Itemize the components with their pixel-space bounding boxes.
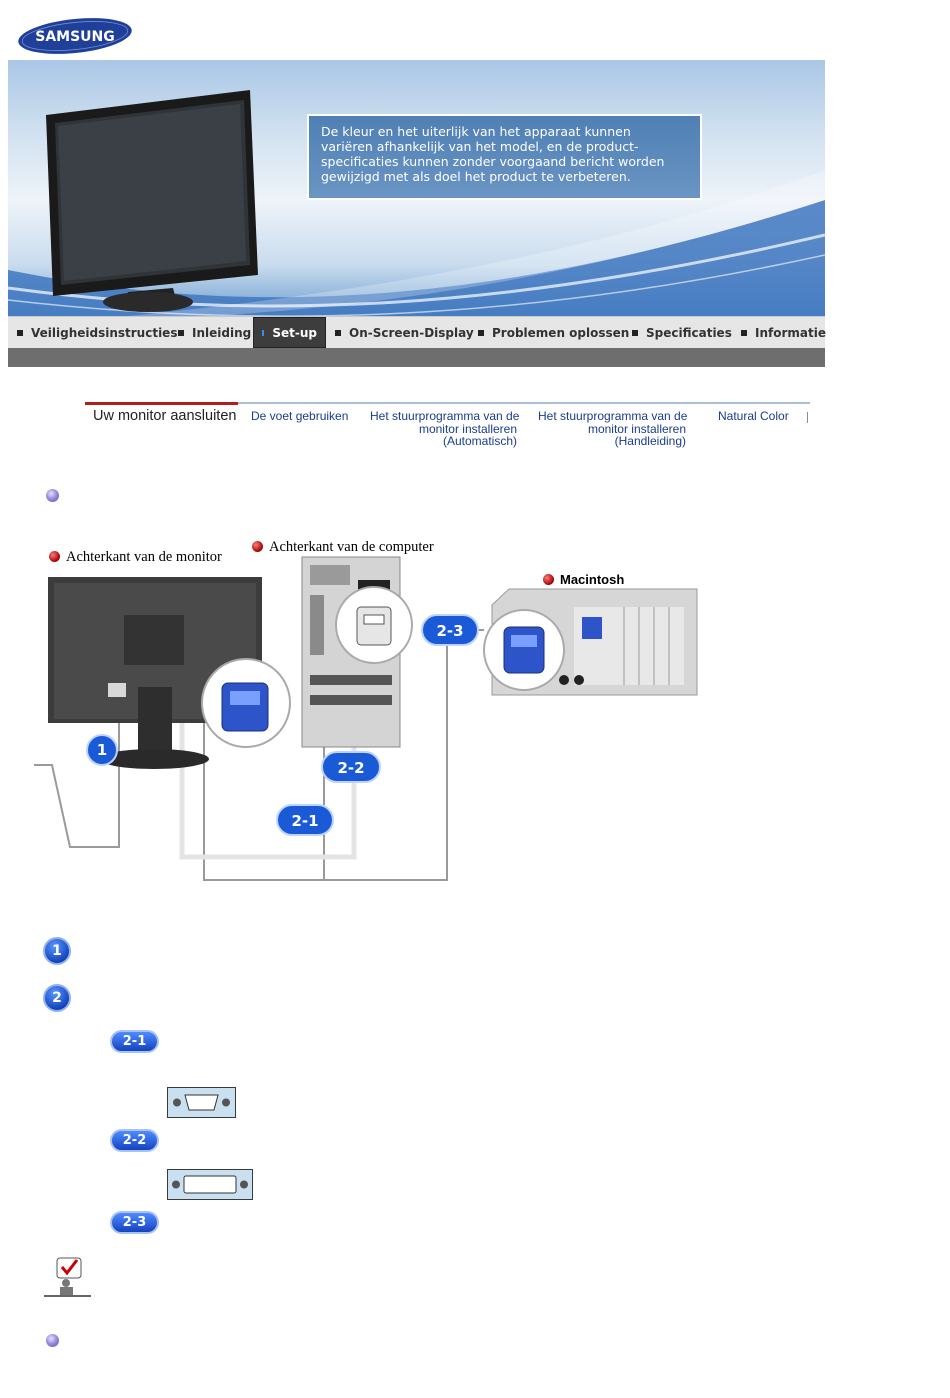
- nav-subbar: [8, 348, 825, 367]
- section-bullet-icon: [46, 489, 59, 502]
- tab-uw-monitor-aansluiten[interactable]: Uw monitor aansluiten: [93, 408, 237, 424]
- tab-label-line: (Automatisch): [442, 434, 517, 448]
- bullet-icon: [632, 329, 638, 336]
- disclaimer-notice: De kleur en het uiterlijk van het appara…: [307, 114, 702, 200]
- tab-label: Natural Color: [718, 409, 789, 423]
- nav-label: Specificaties: [646, 325, 732, 340]
- section-bullet-icon: [46, 1334, 59, 1347]
- diagram-artwork: 1 2-1 2-2 2-3: [34, 556, 698, 881]
- dvi-port-graphic: [172, 1175, 248, 1194]
- callout-2-2-text: 2-2: [337, 759, 364, 777]
- step-1-badge: 1: [43, 937, 71, 965]
- tab-natural-color[interactable]: Natural Color: [718, 410, 789, 423]
- step-2-1-badge: 2-1: [110, 1030, 159, 1053]
- callout-2-1-text: 2-1: [291, 812, 318, 830]
- nav-label: On-Screen-Display: [349, 325, 474, 340]
- step-2-badge: 2: [43, 984, 71, 1012]
- callout-1: 1: [86, 734, 118, 766]
- step-2-2-badge: 2-2: [110, 1129, 159, 1152]
- nav-label: Problemen oplossen: [492, 325, 630, 340]
- label-text: Achterkant van de computer: [269, 539, 434, 555]
- label-monitor-back: Achterkant van de monitor: [49, 549, 222, 566]
- notice-line: De kleur en het uiterlijk van het appara…: [321, 124, 631, 139]
- bullet-icon: [178, 329, 184, 336]
- note-icon: [44, 1257, 91, 1297]
- callout-2-3-text: 2-3: [436, 622, 463, 640]
- nav-item-informatie[interactable]: Informatie: [741, 317, 826, 348]
- zoom-vga-connector-mac: [483, 609, 565, 691]
- tab-label-line: monitor installeren: [587, 421, 686, 436]
- cable-highlights: [179, 705, 357, 860]
- callout-1-text: 1: [97, 741, 107, 759]
- label-text: Achterkant van de monitor: [66, 549, 222, 565]
- connection-diagram: Achterkant van de monitor Achterkant van…: [34, 535, 714, 885]
- callout-2-2: 2-2: [321, 751, 381, 783]
- label-computer-back: Achterkant van de computer: [252, 539, 434, 556]
- nav-item-veiligheidsinstructies[interactable]: Veiligheidsinstructies: [17, 317, 177, 348]
- bullet-icon: [741, 329, 747, 336]
- dvi-port-icon: [167, 1169, 253, 1200]
- red-dot-icon: [252, 541, 263, 552]
- zoom-vga-connector-monitor: [201, 658, 291, 748]
- tab-stuurprogramma-handleiding[interactable]: Het stuurprogramma van de monitor instal…: [538, 409, 688, 448]
- bullet-icon: [17, 329, 23, 336]
- nav-label: Informatie: [755, 325, 826, 340]
- logo-text: SAMSUNG: [35, 29, 115, 45]
- vga-port-icon: [167, 1087, 236, 1118]
- notice-line: variëren afhankelijk van het model, en d…: [321, 139, 639, 154]
- nav-label: Veiligheidsinstructies: [31, 325, 178, 340]
- step-number: 2: [52, 990, 62, 1006]
- label-macintosh: Macintosh: [543, 572, 624, 587]
- nav-item-inleiding[interactable]: Inleiding: [178, 317, 251, 348]
- nav-item-on-screen-display[interactable]: On-Screen-Display: [335, 317, 474, 348]
- tab-separator: [807, 412, 808, 423]
- zoom-dvi-connector: [335, 586, 413, 664]
- samsung-logo: SAMSUNG: [18, 18, 132, 54]
- step-2-3-badge: 2-3: [110, 1211, 159, 1234]
- main-nav: Veiligheidsinstructies Inleiding Set-up …: [8, 316, 826, 348]
- nav-item-problemen-oplossen[interactable]: Problemen oplossen: [478, 317, 629, 348]
- tab-stuurprogramma-automatisch[interactable]: Het stuurprogramma van de monitor instal…: [370, 409, 520, 448]
- nav-label: Set-up: [272, 325, 317, 340]
- tab-label-line: monitor installeren: [418, 421, 517, 436]
- notice-line: specificaties kunnen zonder voorgaand be…: [321, 154, 665, 169]
- subtabs-divider: [85, 402, 810, 404]
- step-number: 1: [52, 943, 62, 959]
- bullet-icon: [335, 329, 341, 336]
- tab-label: Uw monitor aansluiten: [93, 408, 237, 424]
- bullet-icon: [262, 329, 265, 336]
- banner: De kleur en het uiterlijk van het appara…: [8, 60, 825, 316]
- banner-background: [8, 90, 825, 316]
- tab-label-line: Het stuurprogramma van de: [538, 409, 688, 423]
- tab-de-voet-gebruiken[interactable]: De voet gebruiken: [251, 410, 348, 423]
- monitor-image: [46, 90, 258, 312]
- notice-line: gewijzigd met als doel het product te ve…: [321, 169, 631, 184]
- step-number: 2-1: [122, 1034, 147, 1049]
- nav-item-set-up[interactable]: Set-up: [253, 317, 326, 348]
- label-text: Macintosh: [560, 572, 625, 587]
- callout-2-3: 2-3: [421, 614, 479, 646]
- nav-item-specificaties[interactable]: Specificaties: [632, 317, 732, 348]
- tab-label-line: (Handleiding): [614, 434, 686, 448]
- step-number: 2-3: [122, 1215, 147, 1230]
- active-tab-indicator: [85, 402, 238, 405]
- nav-label: Inleiding: [192, 325, 252, 340]
- bullet-icon: [478, 329, 484, 336]
- tab-label: De voet gebruiken: [251, 409, 349, 423]
- callout-2-1: 2-1: [276, 804, 334, 836]
- tab-label-line: Het stuurprogramma van de: [370, 409, 520, 423]
- vga-port-graphic: [173, 1094, 230, 1111]
- red-dot-icon: [49, 551, 60, 562]
- red-dot-icon: [543, 574, 554, 585]
- step-number: 2-2: [122, 1133, 147, 1148]
